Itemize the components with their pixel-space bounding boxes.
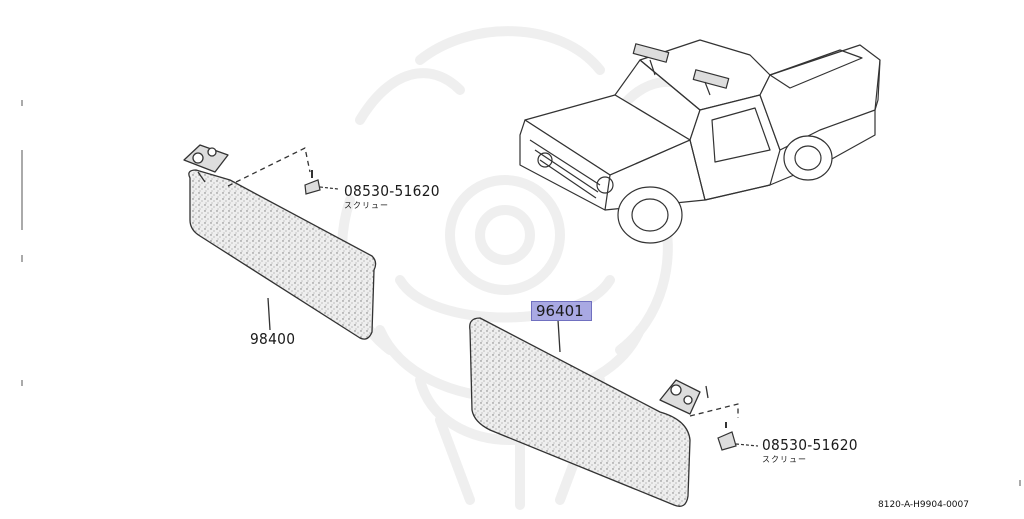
screw-bottom-illustration <box>717 422 759 451</box>
screw-bottom-part-number[interactable]: 08530-51620 <box>762 436 858 454</box>
screw-top-label[interactable]: 08530-51620 スクリュー <box>344 182 448 211</box>
screw-bottom-subtext: スクリュー <box>762 455 807 464</box>
sun-visor-right <box>469 317 739 507</box>
screw-top-illustration <box>304 170 339 195</box>
sun-visor-left <box>183 144 377 340</box>
diagram-code: 8120-A-H9904-0007 <box>878 500 969 510</box>
truck-illustration <box>519 39 881 244</box>
margin-marks <box>21 100 1021 486</box>
screw-bottom-label[interactable]: 08530-51620 スクリュー <box>762 436 866 465</box>
visor-right-part-number-highlight[interactable]: 96401 <box>531 301 592 321</box>
screw-top-part-number[interactable]: 08530-51620 <box>344 182 440 200</box>
screw-top-subtext: スクリュー <box>344 201 389 210</box>
visor-left-part-number[interactable]: 98400 <box>250 330 296 348</box>
